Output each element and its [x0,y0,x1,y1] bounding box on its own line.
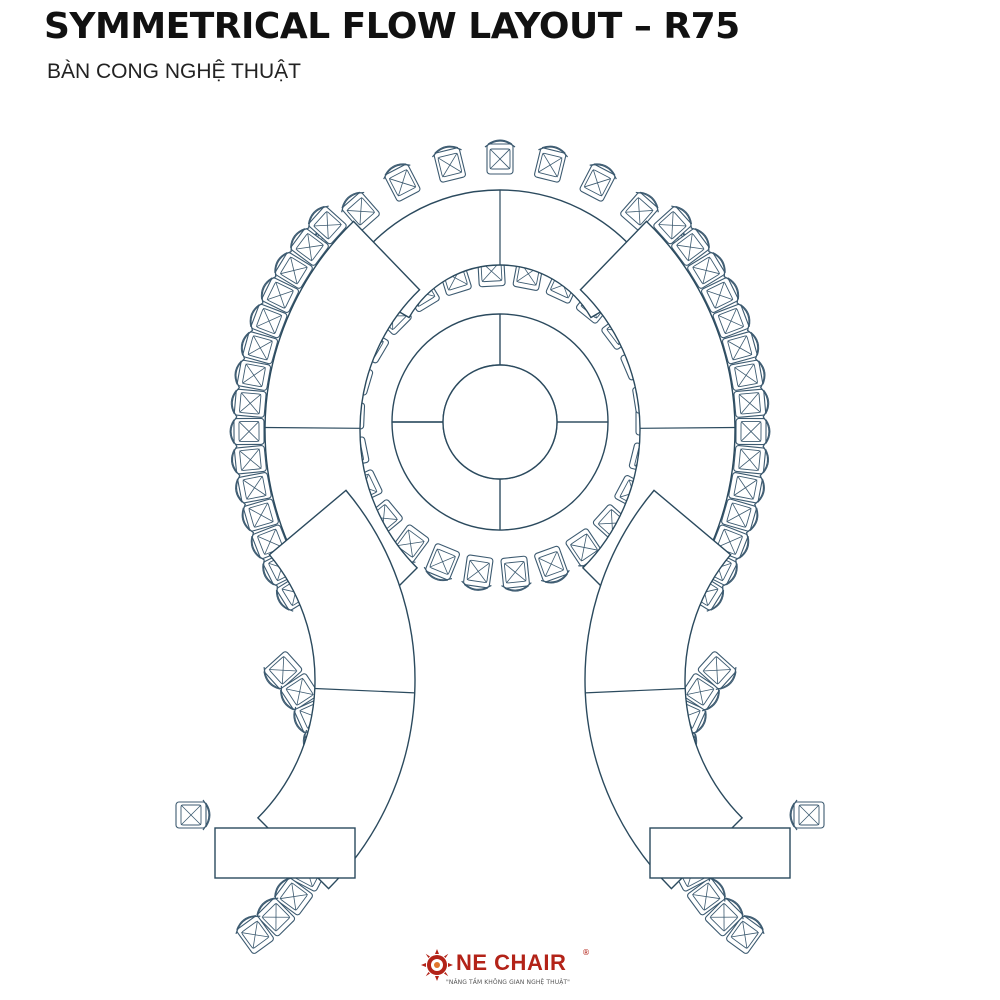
brand-tagline: "NÂNG TẦM KHÔNG GIAN NGHỆ THUẬT" [446,979,571,986]
registered-mark: ® [582,948,590,957]
brand-logo: NE CHAIR ® "NÂNG TẦM KHÔNG GIAN NGHỆ THU… [420,948,590,992]
chair-left-upper [229,386,268,421]
chair-right-upper [735,415,771,448]
chair-left-end [175,799,211,831]
chair-center [420,541,463,586]
chair-top [576,158,621,204]
chair-left-upper [229,415,265,448]
page-title: SYMMETRICAL FLOW LAYOUT – R75 [44,6,740,47]
tables-layer [214,189,791,890]
right-upper-table-divider [639,426,735,429]
brand-name: NE CHAIR [456,950,567,975]
chair-top [531,142,570,184]
chair-right-end [789,799,825,831]
chair-center [498,555,533,594]
sun-ring-icon [421,949,453,981]
left-upper-table-divider [265,426,361,429]
chair-right-upper [732,442,771,478]
left-lower-table-divider [314,687,415,694]
chair-top [430,142,469,184]
chair-top [379,158,424,204]
left-end-table [214,827,356,879]
chair-center [460,553,496,593]
page-subtitle: BÀN CONG NGHỆ THUẬT [47,60,301,83]
right-end-table [649,827,791,879]
chair-left-upper [229,442,268,478]
chair-right-upper [732,386,771,421]
right-lower-table-divider [585,687,686,694]
center-inner-circle [442,364,558,480]
chair-center [531,544,573,588]
chair-top [484,139,516,175]
right-lower-table [584,489,744,890]
